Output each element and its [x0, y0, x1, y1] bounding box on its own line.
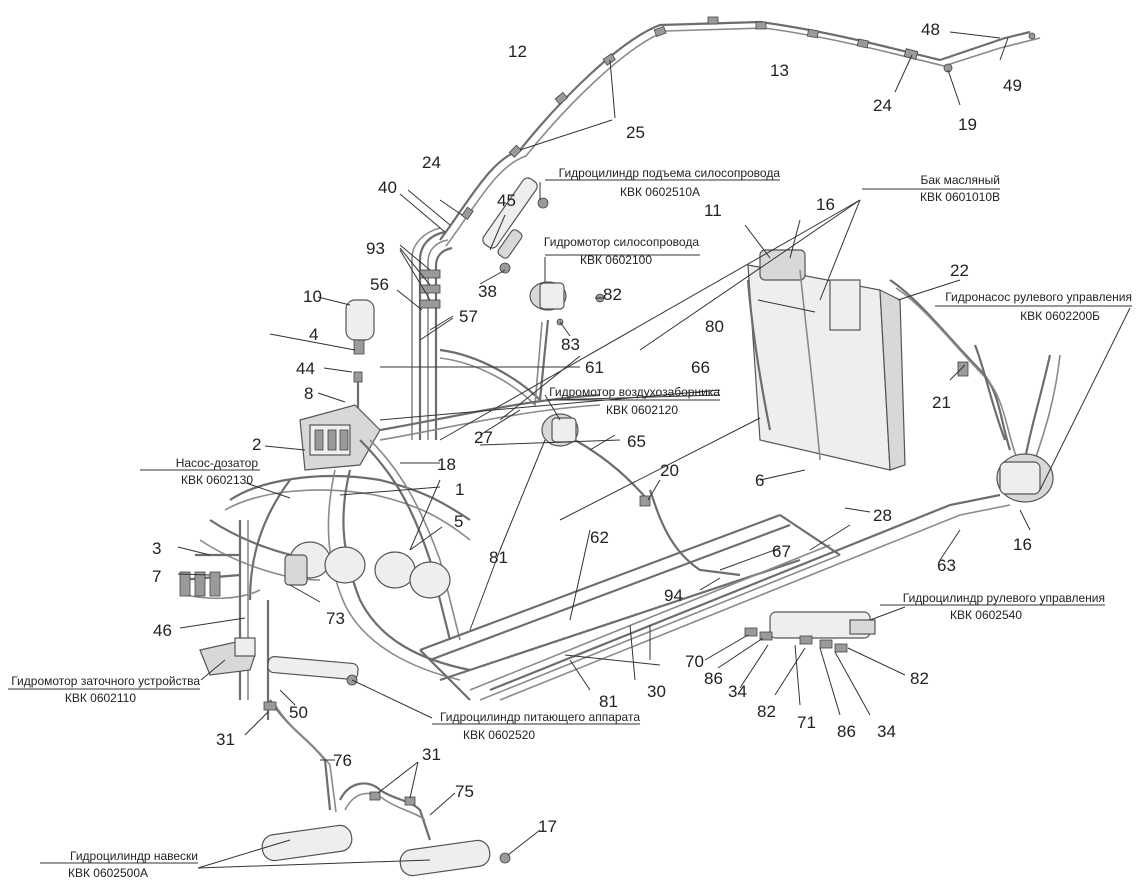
callout: 6	[755, 471, 764, 490]
callout: 31	[216, 730, 235, 749]
callout: 4	[309, 325, 318, 344]
callout: 20	[660, 461, 679, 480]
callout: 75	[455, 782, 474, 801]
callout: 8	[304, 384, 313, 403]
callout: 10	[303, 287, 322, 306]
callout: 34	[728, 682, 747, 701]
callout: 31	[422, 745, 441, 764]
callout: 76	[333, 751, 352, 770]
callout: 21	[932, 393, 951, 412]
callout: 80	[705, 317, 724, 336]
callout: 25	[626, 123, 645, 142]
callout: 82	[603, 285, 622, 304]
callout: 49	[1003, 76, 1022, 95]
callout: 48	[921, 20, 940, 39]
callout: 44	[296, 359, 315, 378]
callout: 30	[647, 682, 666, 701]
callout: 1	[455, 480, 464, 499]
callout: 38	[478, 282, 497, 301]
callout: 24	[422, 153, 441, 172]
caption-oil-tank-code: КВК 0601010В	[920, 190, 1000, 204]
caption-steering-cylinder-code: КВК 0602540	[950, 608, 1022, 622]
callout: 82	[910, 669, 929, 688]
callout: 19	[958, 115, 977, 134]
callout: 16	[816, 195, 835, 214]
caption-steering-cylinder: Гидроцилиндр рулевого управления	[903, 591, 1105, 605]
caption-silo-lift-cylinder-code: КВК 0602510А	[620, 185, 700, 199]
callout: 2	[252, 435, 261, 454]
hose-drawing	[179, 16, 1061, 877]
callout: 73	[326, 609, 345, 628]
callout: 22	[950, 261, 969, 280]
callout: 86	[704, 669, 723, 688]
callout: 81	[489, 548, 508, 567]
callout: 83	[561, 335, 580, 354]
callout: 46	[153, 621, 172, 640]
callout: 71	[797, 713, 816, 732]
caption-steering-pump-code: КВК 0602200Б	[1020, 309, 1100, 323]
callout: 86	[837, 722, 856, 741]
callout: 17	[538, 817, 557, 836]
callout: 7	[152, 567, 161, 586]
caption-hitch-cylinder-code: КВК 0602500А	[68, 866, 148, 880]
caption-hitch-cylinder: Гидроцилиндр навески	[70, 849, 198, 863]
callout: 13	[770, 61, 789, 80]
callout: 16	[1013, 535, 1032, 554]
callout: 65	[627, 432, 646, 451]
callout: 61	[585, 358, 604, 377]
callout: 28	[873, 506, 892, 525]
callout: 5	[454, 512, 463, 531]
callout: 93	[366, 239, 385, 258]
caption-feeding-cylinder: Гидроцилиндр питающего аппарата	[440, 710, 640, 724]
caption-metering-pump-code: КВК 0602130	[181, 473, 253, 487]
leader-lines	[177, 31, 1131, 869]
callout: 50	[289, 703, 308, 722]
callout: 45	[497, 191, 516, 210]
callout: 62	[590, 528, 609, 547]
callout: 81	[599, 692, 618, 711]
callout: 24	[873, 96, 892, 115]
callout: 57	[459, 307, 478, 326]
caption-steering-pump: Гидронасос рулевого управления	[945, 290, 1132, 304]
caption-silo-motor-code: КВК 0602100	[580, 253, 652, 267]
caption-feeding-cylinder-code: КВК 0602520	[463, 728, 535, 742]
callout: 66	[691, 358, 710, 377]
caption-sharpener-motor: Гидромотор заточного устройства	[11, 674, 200, 688]
caption-oil-tank: Бак масляный	[920, 173, 1000, 187]
caption-silo-motor: Гидромотор силосопровода	[544, 235, 699, 249]
caption-air-intake-motor-code: КВК 0602120	[606, 403, 678, 417]
caption-sharpener-motor-code: КВК 0602110	[65, 691, 136, 705]
callout: 56	[370, 275, 389, 294]
callout: 34	[877, 722, 896, 741]
callout: 82	[757, 702, 776, 721]
callout: 27	[474, 428, 493, 447]
callout: 40	[378, 178, 397, 197]
callout: 18	[437, 455, 456, 474]
component-captions: Гидроцилиндр подъема силосопровода КВК 0…	[11, 166, 1132, 880]
callout: 3	[152, 539, 161, 558]
caption-air-intake-motor: Гидромотор воздухозаборника	[549, 385, 720, 399]
caption-underlines	[8, 179, 1132, 864]
callout: 12	[508, 42, 527, 61]
callout: 63	[937, 556, 956, 575]
callout: 67	[772, 542, 791, 561]
callout: 94	[664, 586, 683, 605]
caption-silo-lift-cylinder: Гидроцилиндр подъема силосопровода	[559, 166, 781, 180]
callout: 11	[704, 201, 722, 220]
caption-metering-pump: Насос-дозатор	[176, 456, 259, 470]
callout: 70	[685, 652, 704, 671]
callout-numbers: 1 2 3 4 5 6 7 8 10 11 12 13 16 16 17 18 …	[152, 20, 1032, 836]
